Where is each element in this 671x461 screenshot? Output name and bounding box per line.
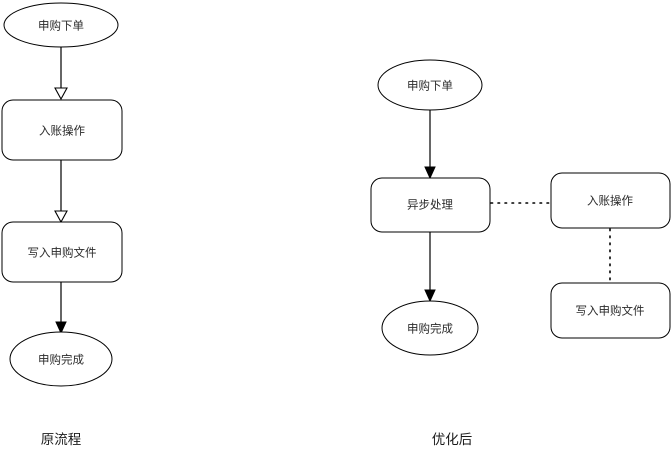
node-label: 申购下单: [407, 79, 453, 93]
arrowhead-filled-icon: [55, 321, 67, 335]
node-label: 申购完成: [38, 353, 84, 367]
node-original-done[interactable]: 申购完成: [9, 331, 113, 387]
node-shape-ellipse: [3, 2, 119, 48]
edge-original-posting-to-writefile: [54, 160, 68, 224]
node-shape-rect: [1, 221, 123, 283]
arrowhead-open-icon: [54, 87, 68, 101]
edge-optimized-order-to-async: [424, 110, 436, 180]
node-original-write-file[interactable]: 写入申购文件: [1, 221, 123, 283]
flow-original: 申购下单 入账操作 写入申购文件 申购完成 原流程: [1, 2, 123, 448]
flow-optimized: 申购下单 异步处理 申购完成 入账操作 写入申购文件: [370, 59, 671, 448]
node-optimized-done[interactable]: 申购完成: [381, 300, 479, 356]
node-label: 入账操作: [39, 124, 85, 138]
node-shape-ellipse: [9, 331, 113, 387]
node-label: 申购完成: [407, 322, 453, 336]
node-label: 写入申购文件: [28, 246, 97, 260]
node-label: 申购下单: [38, 19, 84, 33]
arrowhead-filled-icon: [424, 289, 436, 303]
node-optimized-async[interactable]: 异步处理: [370, 177, 491, 233]
arrowhead-filled-icon: [424, 166, 436, 180]
caption-original-flow: 原流程: [41, 432, 82, 448]
node-shape-rect: [550, 282, 671, 339]
caption-optimized-flow: 优化后: [432, 432, 473, 448]
node-optimized-order[interactable]: 申购下单: [377, 59, 483, 111]
node-original-posting[interactable]: 入账操作: [1, 99, 123, 161]
node-label: 入账操作: [587, 194, 633, 208]
node-label: 异步处理: [407, 198, 453, 212]
arrowhead-open-icon: [54, 210, 68, 224]
node-shape-rect: [370, 177, 491, 233]
edge-original-writefile-to-done: [55, 282, 67, 335]
node-shape-rect: [1, 99, 123, 161]
edge-original-order-to-posting: [54, 47, 68, 101]
node-shape-ellipse: [377, 59, 483, 111]
node-optimized-posting[interactable]: 入账操作: [550, 172, 671, 229]
node-shape-rect: [550, 172, 671, 229]
node-optimized-write-file[interactable]: 写入申购文件: [550, 282, 671, 339]
node-original-order[interactable]: 申购下单: [3, 2, 119, 48]
edge-optimized-async-to-done: [424, 232, 436, 303]
node-shape-ellipse: [381, 300, 479, 356]
node-label: 写入申购文件: [576, 304, 645, 318]
